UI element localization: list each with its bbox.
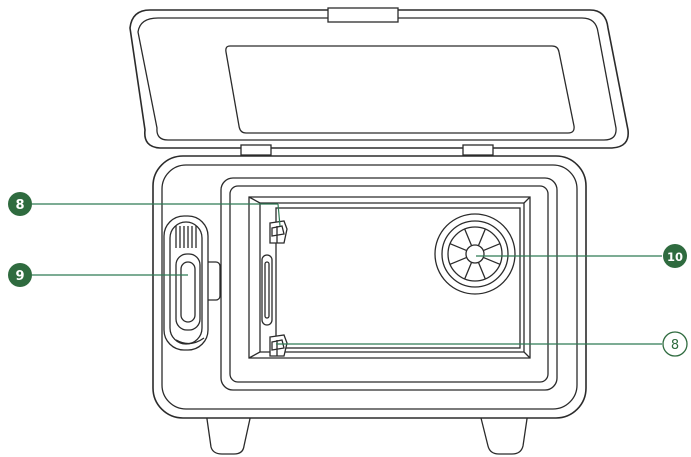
callout-8-top: 8 (8, 192, 32, 216)
lid (129, 7, 629, 149)
fan-vent (434, 213, 516, 295)
callout-10: 10 (663, 244, 687, 268)
legs (205, 411, 529, 455)
latch-top (269, 220, 288, 244)
divider-slot (261, 254, 273, 326)
fan-spoke (449, 243, 467, 252)
callout-label: 10 (667, 250, 683, 264)
fan-spoke (477, 262, 486, 280)
fan-spoke (483, 256, 501, 265)
callout-9: 9 (8, 263, 32, 287)
lid-handle-tab (327, 7, 399, 23)
fan-spoke (464, 228, 473, 246)
fan-spoke (483, 243, 501, 252)
side-handle (163, 215, 221, 351)
callout-label: 8 (671, 338, 679, 353)
fan-spoke (477, 228, 486, 246)
fan-spoke (449, 256, 467, 265)
compartment (220, 177, 558, 391)
callout-label: 9 (15, 269, 24, 284)
fan-spoke (464, 262, 473, 280)
callout-label: 8 (15, 198, 24, 213)
callout-8-bottom: 8 (662, 331, 688, 357)
latch-bottom (269, 334, 288, 357)
lid-window (225, 45, 575, 134)
